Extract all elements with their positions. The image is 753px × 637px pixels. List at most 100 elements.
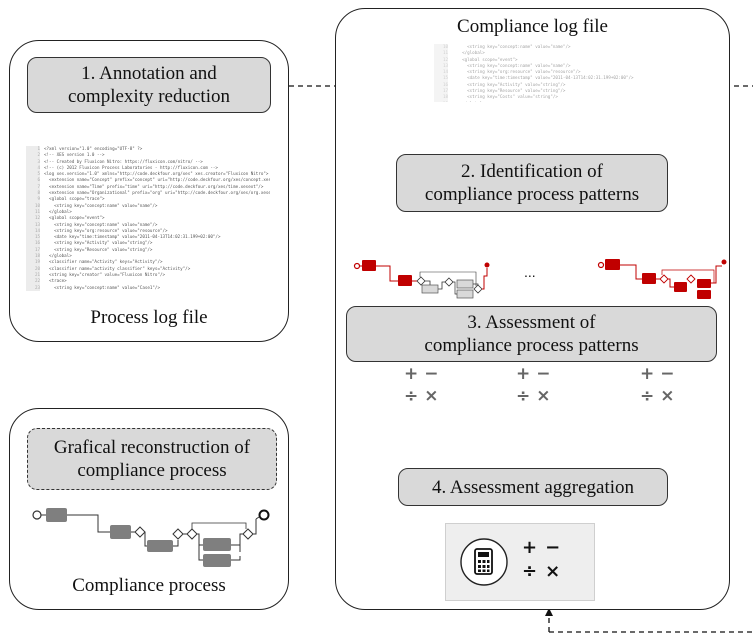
code-line: 5 <log xes.version="1.0" xmlns="http://co… (26, 171, 270, 178)
divide-icon: ÷ (522, 561, 546, 582)
process-flow (144, 532, 147, 547)
minus-icon: − (536, 364, 557, 384)
code-text: <date key="time:timestamp" value="2011-0… (452, 75, 634, 81)
times-icon: × (424, 386, 445, 406)
step-3-assessment[interactable]: 3. Assessment of compliance process patt… (346, 306, 717, 362)
code-line: 15 <date key="time:timestamp" value="201… (434, 75, 634, 82)
code-line: 9 <global scope="trace"> (26, 196, 270, 203)
line-number: 17 (434, 88, 448, 95)
process-flow (197, 533, 203, 546)
code-line: 6 <extension name="Concept" prefix="conc… (26, 177, 270, 184)
line-number: 20 (26, 265, 40, 272)
graphical-reconstruction-box[interactable]: Grafical reconstruction of compliance pr… (27, 428, 277, 490)
process-task (203, 554, 231, 567)
process-loop (191, 522, 247, 529)
code-text: </global> (44, 253, 72, 259)
pattern-left-start (353, 262, 361, 270)
pattern-right-edge (620, 264, 642, 280)
code-line: 13 <string key="concept:name" value="nam… (26, 221, 270, 228)
line-number: 21 (26, 271, 40, 279)
plus-icon: + (516, 364, 537, 384)
pattern-right-gateway (686, 274, 696, 284)
line-number: 19 (434, 100, 448, 102)
pattern-left-edge (376, 265, 398, 282)
times-icon: × (536, 386, 557, 406)
pattern-left-gateway (473, 284, 483, 294)
process-flow (231, 556, 241, 561)
code-text: <string key="Activity" value="string"/> (44, 240, 153, 246)
minus-icon: − (545, 537, 569, 558)
code-line: 13 <string key="concept:name" value="nam… (434, 62, 634, 70)
step-2-identification[interactable]: 2. Identification of compliance process … (396, 154, 668, 212)
line-number: 14 (26, 227, 40, 235)
process-task (147, 540, 173, 552)
process-gateway (134, 526, 146, 538)
pattern-left-edge (453, 281, 457, 295)
operators-left: +− ÷× (404, 363, 445, 407)
code-line: 17 <string key="Resource" value="string"… (26, 246, 270, 254)
code-text: </global> (452, 50, 485, 56)
process-task (110, 525, 131, 539)
code-text: <string key="concept:name" value="name"/… (44, 202, 158, 208)
code-text: <classifier name="activity classifier" k… (44, 265, 191, 271)
code-text: <string key="Resource" value="string"/> (452, 88, 566, 94)
compliance-process-caption: Compliance process (72, 575, 226, 596)
divide-icon: ÷ (516, 386, 537, 406)
line-number: 22 (26, 278, 40, 285)
step-4-aggregation[interactable]: 4. Assessment aggregation (398, 468, 668, 506)
pattern-left-end (484, 262, 490, 268)
pattern-right-task (642, 273, 656, 284)
process-start-event (32, 510, 42, 520)
code-line: 8 <extension name="Organizational" prefi… (26, 190, 270, 197)
code-text: <log xes.version="1.0" xmlns="http://cod… (44, 171, 269, 177)
code-line: 15 <date key="time:timestamp" value="201… (26, 234, 270, 241)
code-line: 12 <global scope="event"> (434, 56, 634, 63)
pattern-right-end (721, 259, 727, 265)
line-number: 12 (434, 56, 448, 63)
code-text: <string key="org:resource" value="resour… (452, 69, 581, 75)
code-line: 19 <classifier name="Activity" keys="Act… (26, 259, 270, 266)
process-flow (173, 540, 179, 547)
process-flow (231, 544, 241, 552)
pattern-right-task (697, 290, 711, 299)
operators-right: +− ÷× (640, 363, 681, 407)
code-line: 19 </global> (434, 100, 634, 102)
line-number: 23 (26, 284, 40, 291)
code-text: <global scope="trace"> (44, 196, 105, 202)
pattern-left-task (362, 260, 376, 271)
code-text: <string key="Costs" value="string"/> (452, 94, 558, 100)
code-line: 14 <string key="org:resource" value="res… (434, 69, 634, 76)
code-line: 16 <string key="Activity" value="string"… (26, 240, 270, 247)
line-number: 11 (434, 50, 448, 57)
line-number: 16 (434, 81, 448, 89)
code-line: 16 <string key="Activity" value="string"… (434, 81, 634, 89)
process-flow (239, 533, 243, 552)
code-text: <string key="concept:name" value="Case1"… (44, 284, 160, 290)
code-line: 10 <string key="concept:name" value="nam… (26, 202, 270, 209)
code-line: 4<!-- (c) 2012 Fluxicon Process Laborato… (26, 164, 270, 172)
process-flow (67, 514, 110, 533)
pattern-right (597, 259, 727, 299)
code-text: <global scope="event"> (452, 56, 518, 62)
pattern-right-task (605, 259, 620, 270)
code-line: 14 <string key="org:resource" value="res… (26, 227, 270, 235)
line-number: 5 (26, 171, 40, 178)
pattern-ellipsis: ... (524, 264, 536, 280)
line-number: 17 (26, 246, 40, 254)
code-line: 2<!-- XES version 1.0 --> (26, 152, 270, 159)
process-log-code: 1<?xml version="1.0" encoding="UTF-8" ?>… (26, 146, 270, 298)
line-number: 10 (434, 44, 448, 51)
code-text: <string key="concept:name" value="name"/… (452, 62, 571, 68)
line-number: 15 (434, 75, 448, 82)
code-text: <string key="Activity" value="string"/> (452, 81, 566, 87)
divide-icon: ÷ (640, 386, 661, 406)
process-end-event (258, 509, 270, 521)
pattern-right-start (597, 261, 605, 269)
code-line: 18 </global> (26, 253, 270, 260)
line-number: 11 (26, 208, 40, 216)
step-1-annotation[interactable]: 1. Annotation and complexity reduction (27, 57, 271, 113)
compliance-log-caption: Compliance log file (457, 16, 608, 37)
